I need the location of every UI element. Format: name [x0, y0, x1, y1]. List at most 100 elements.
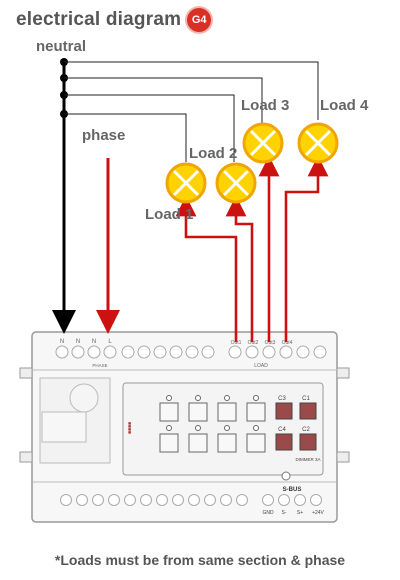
bus-terminal-label-24v: +24V: [312, 510, 324, 516]
control-panel: [122, 382, 324, 476]
channel-buttons: [159, 395, 266, 453]
dimmer-module: N N N L PHASE Out1 Out2 Out3 Out4 LOAD ■…: [19, 331, 350, 523]
terminal-n2: [71, 345, 85, 359]
lamp-cross: [172, 169, 200, 197]
channel-button[interactable]: [217, 402, 237, 422]
neutral-wire-load2: [64, 94, 235, 162]
lamp-cross: [304, 129, 332, 157]
load-tag: LOAD: [254, 363, 268, 369]
terminal-label-l: L: [108, 339, 112, 345]
terminal-n3: [87, 345, 101, 359]
neutral-wiring: [52, 58, 319, 334]
lamp-load2: [215, 162, 257, 204]
footnote: *Loads must be from same section & phase: [54, 552, 346, 568]
channel-button[interactable]: [159, 402, 179, 422]
terminal-out2: [245, 345, 259, 359]
channel-button[interactable]: [188, 402, 208, 422]
neutral-label: neutral: [36, 38, 87, 55]
channel-button[interactable]: [246, 402, 266, 422]
channel-selector-c4[interactable]: [275, 433, 293, 451]
channel-selector-c3[interactable]: [275, 402, 293, 420]
terminal-blank: [185, 345, 199, 359]
terminal-out3: [262, 345, 276, 359]
output-label-3: Out3: [265, 340, 276, 346]
terminal-label-n2: N: [76, 339, 80, 345]
bottom-terminals: [60, 471, 322, 506]
mount-clip-right-top: [336, 367, 350, 379]
lamp-cross: [249, 129, 277, 157]
mount-clip-bottom: [19, 451, 33, 463]
terminal-blank: [169, 345, 183, 359]
bottom-terminal: [220, 494, 232, 506]
panel-marking: ■■■■: [127, 422, 133, 434]
bottom-terminal: [188, 494, 200, 506]
bottom-terminal: [236, 494, 248, 506]
terminal-l: [103, 345, 117, 359]
bottom-terminal: [204, 494, 216, 506]
channel-button[interactable]: [217, 433, 237, 453]
dimmer-rating: DIMMER 3A: [295, 457, 320, 462]
model-badge: G4: [187, 8, 212, 32]
channel-button[interactable]: [188, 433, 208, 453]
channel-selector-c2[interactable]: [299, 433, 317, 451]
round-cutout: [69, 383, 99, 413]
load4-wire: [284, 155, 329, 342]
led-indicator: [224, 395, 230, 401]
terminal-label-n1: N: [60, 339, 64, 345]
terminal-blank: [296, 345, 310, 359]
led-indicator: [253, 425, 259, 431]
diagram-title: electrical diagram: [16, 9, 182, 30]
output-label-2: Out2: [248, 340, 259, 346]
channel-label-c1: C1: [302, 396, 310, 402]
channel-label-c2: C2: [302, 427, 310, 433]
bottom-terminal: [124, 494, 136, 506]
bottom-terminal: [76, 494, 88, 506]
channel-label-c3: C3: [278, 396, 286, 402]
neutral-wire-load1: [64, 113, 187, 162]
terminal-blank: [201, 345, 215, 359]
output-label-4: Out4: [282, 340, 293, 346]
bus-terminal-label-s-minus: S-: [282, 510, 287, 516]
led-indicator: [224, 425, 230, 431]
bus-terminal-label-s-plus: S+: [297, 510, 303, 516]
lamp-load3: [242, 122, 284, 164]
bottom-terminal: [108, 494, 120, 506]
terminal-out1: [228, 345, 242, 359]
bus-terminal-24v: [310, 494, 322, 506]
mount-clip-top: [19, 367, 33, 379]
mount-clip-right-bottom: [336, 451, 350, 463]
channel-selectors: [275, 402, 317, 451]
diagram-header: electrical diagram G4: [16, 8, 212, 32]
channel-label-c4: C4: [278, 427, 286, 433]
top-terminals: [55, 345, 327, 359]
led-indicator: [195, 395, 201, 401]
bottom-terminal: [172, 494, 184, 506]
bottom-terminal: [92, 494, 104, 506]
led-indicator: [166, 425, 172, 431]
channel-button[interactable]: [246, 433, 266, 453]
bottom-terminal: [60, 494, 72, 506]
neutral-wire-load3: [64, 77, 263, 128]
bus-terminal-s-minus: [278, 494, 290, 506]
load3-label: Load 3: [241, 97, 290, 114]
channel-button[interactable]: [159, 433, 179, 453]
lamp-cross: [222, 169, 250, 197]
load2-wire: [225, 195, 254, 342]
output-label-1: Out1: [231, 340, 242, 346]
bus-terminal-label-gnd: GND: [262, 510, 274, 516]
phase-label: phase: [82, 127, 126, 144]
led-indicator: [253, 395, 259, 401]
load-wiring: [175, 155, 329, 342]
terminal-blank: [313, 345, 327, 359]
led-indicator: [166, 395, 172, 401]
program-button[interactable]: [281, 471, 291, 481]
terminal-out4: [279, 345, 293, 359]
phase-tag: PHASE: [92, 363, 107, 368]
load4-label: Load 4: [320, 97, 369, 114]
load1-wire: [175, 195, 238, 342]
load2-label: Load 2: [189, 145, 238, 162]
led-indicator: [195, 425, 201, 431]
bottom-terminal: [156, 494, 168, 506]
bus-terminal-s-plus: [294, 494, 306, 506]
channel-selector-c1[interactable]: [299, 402, 317, 420]
